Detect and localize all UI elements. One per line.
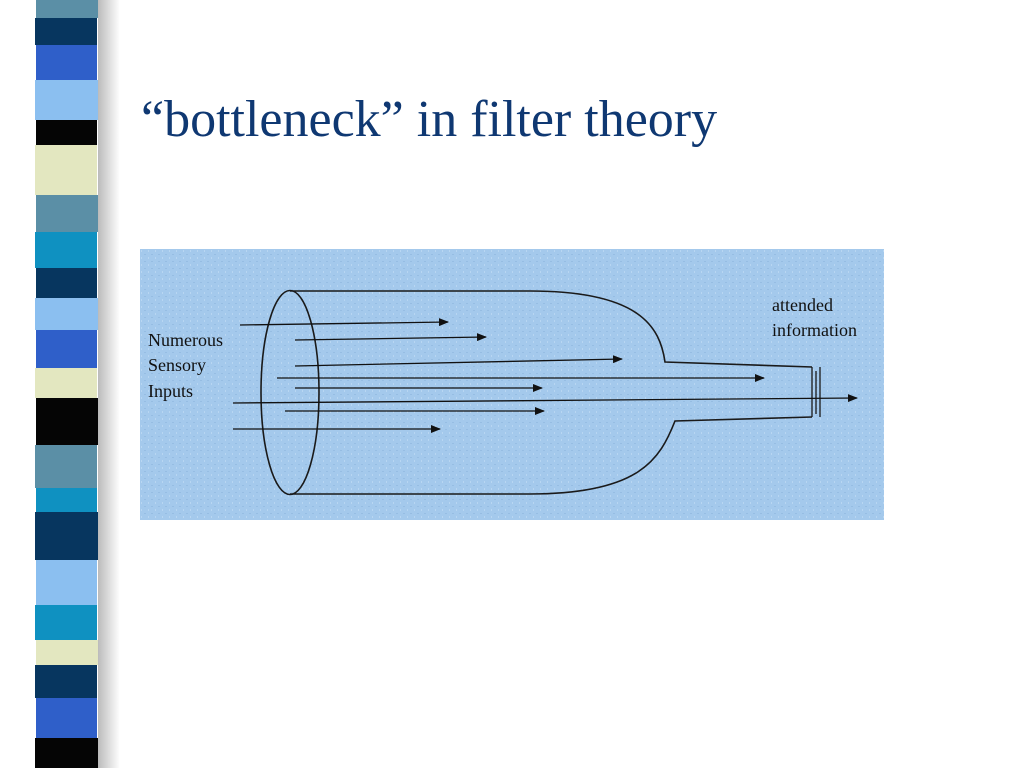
stripe-block — [36, 120, 97, 145]
stripe-block — [35, 512, 98, 560]
bottleneck-diagram: Numerous Sensory Inputs attended informa… — [140, 249, 884, 520]
input-arrow — [239, 318, 449, 327]
stripe-block — [35, 738, 98, 768]
stripe-block — [36, 330, 97, 368]
bottle-outline — [290, 290, 813, 495]
stripe-block — [36, 488, 97, 512]
input-label: Numerous Sensory Inputs — [148, 330, 228, 401]
input-arrow — [232, 394, 858, 404]
bottle-opening — [260, 289, 320, 496]
output-aperture — [811, 367, 821, 417]
stripe-block — [36, 698, 97, 738]
stripe-block — [35, 298, 98, 330]
stripe-block — [36, 640, 98, 665]
diagram-background — [140, 249, 884, 520]
input-arrow — [294, 333, 487, 342]
slide-title: “bottleneck” in filter theory — [141, 91, 718, 148]
stripe-block — [35, 368, 97, 398]
stripe-block — [35, 232, 97, 268]
stripe-block — [36, 398, 98, 445]
stripe-block — [35, 80, 98, 120]
decorative-stripe — [35, 0, 120, 768]
stripe-block — [36, 45, 97, 80]
stripe-block — [36, 268, 97, 298]
stripe-block — [35, 605, 97, 640]
input-arrow — [294, 355, 623, 367]
stripe-block — [36, 0, 98, 18]
stripe-block — [35, 18, 97, 45]
stripe-block — [36, 560, 97, 605]
stripe-block — [35, 445, 97, 488]
output-label: attended information — [772, 295, 857, 340]
stripe-block — [35, 145, 97, 195]
stripe-block — [36, 195, 98, 232]
stripe-block — [35, 665, 97, 698]
